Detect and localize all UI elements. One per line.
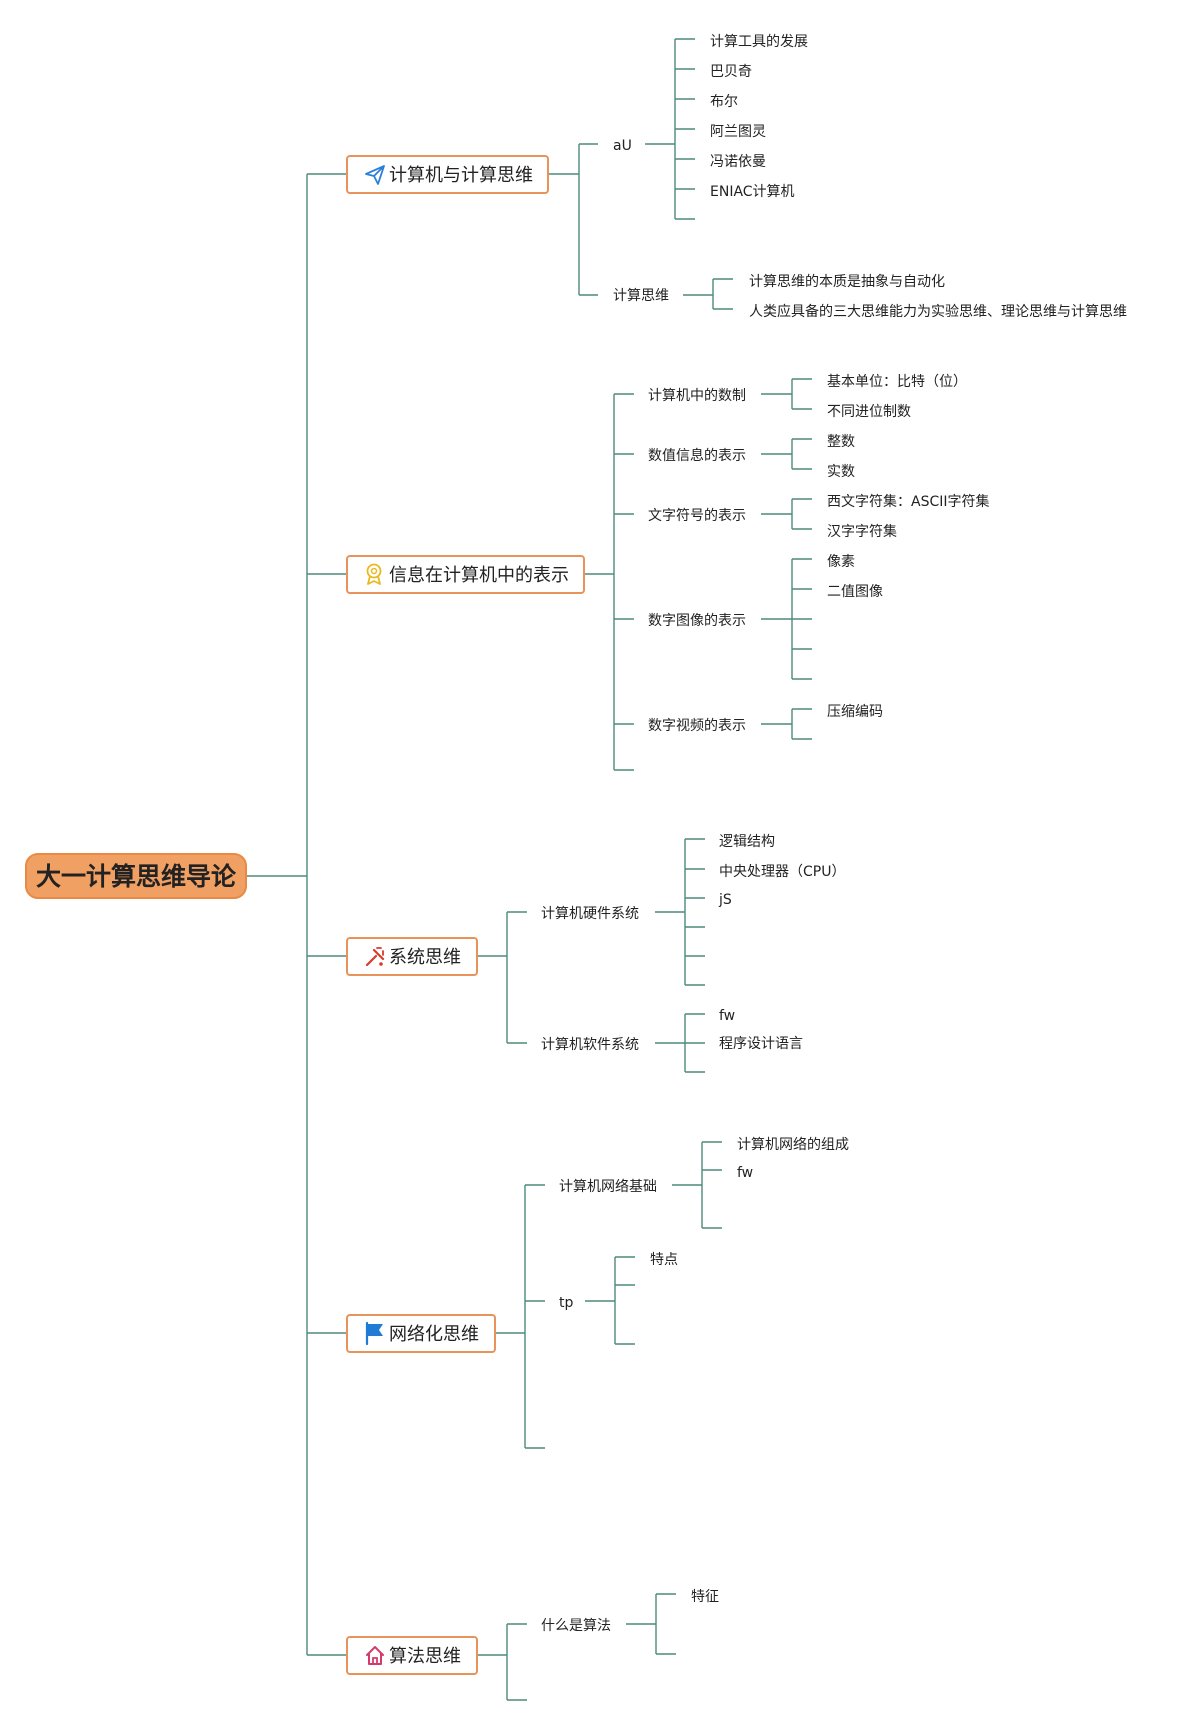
root-node[interactable]: 大一计算思维导论: [25, 853, 247, 899]
leaf-label: 二值图像: [827, 584, 883, 600]
subtopic-label: 数字图像的表示: [648, 613, 746, 629]
subtopic-label: 计算思维: [613, 288, 669, 304]
topic-label: 网络化思维: [389, 1324, 479, 1345]
topic-label: 信息在计算机中的表示: [389, 565, 569, 586]
topic-label: 系统思维: [389, 947, 461, 968]
leaf-label: jS: [718, 892, 732, 908]
leaf-label: ENIAC计算机: [710, 184, 795, 200]
subtopic-label: 计算机中的数制: [648, 388, 746, 404]
topic-label: 计算机与计算思维: [389, 165, 533, 186]
leaf-label: 汉字字符集: [827, 523, 897, 540]
leaf-label: 不同进位制数: [827, 404, 911, 420]
leaf-label: 中央处理器（CPU）: [719, 864, 845, 880]
leaf-label: 像素: [827, 554, 855, 570]
leaf-label: 逻辑结构: [719, 834, 775, 850]
topic-label: 算法思维: [389, 1646, 461, 1667]
flag-icon: [365, 1321, 383, 1346]
leaf-label: fw: [737, 1165, 753, 1181]
home-icon: [366, 1646, 384, 1665]
subtopic-label: tp: [559, 1295, 573, 1311]
subtopic-label: 计算机网络基础: [559, 1178, 657, 1195]
connector-lines: [246, 38, 812, 1701]
subtopic-label: 计算机硬件系统: [541, 906, 639, 922]
root-label: 大一计算思维导论: [36, 862, 237, 891]
leaf-label: 计算思维的本质是抽象与自动化: [749, 274, 945, 290]
topic-node-system-thinking[interactable]: 系统思维: [346, 937, 478, 976]
leaf-label: 巴贝奇: [710, 63, 752, 80]
topic-node-algorithm-thinking[interactable]: 算法思维: [346, 1636, 478, 1675]
paper-plane-icon: [365, 165, 385, 185]
subtopic-label: 文字符号的表示: [648, 508, 746, 524]
leaf-label: 压缩编码: [827, 704, 883, 720]
leaf-label: 特点: [650, 1252, 678, 1268]
leaf-label: 整数: [827, 434, 855, 450]
subtopic-label: 数字视频的表示: [648, 718, 746, 734]
leaf-label: 计算工具的发展: [710, 34, 808, 50]
leaf-label: 实数: [827, 464, 855, 480]
leaf-label: 西文字符集：ASCII字符集: [827, 493, 990, 510]
leaf-label: fw: [719, 1008, 735, 1024]
subtopic-label: 什么是算法: [541, 1618, 611, 1634]
leaf-label: 人类应具备的三大思维能力为实验思维、理论思维与计算思维: [749, 303, 1127, 320]
topic-node-information-representation[interactable]: 信息在计算机中的表示: [346, 555, 585, 594]
subtopic-label: 数值信息的表示: [648, 447, 746, 464]
subtopic-label: aU: [613, 138, 632, 154]
tools-icon: [365, 947, 385, 967]
leaf-label: 阿兰图灵: [710, 124, 766, 140]
subtopic-label: 计算机软件系统: [541, 1037, 639, 1053]
leaf-label: 布尔: [710, 94, 738, 110]
award-ribbon-icon: [366, 563, 382, 585]
leaf-label: 程序设计语言: [719, 1036, 803, 1052]
leaf-label: 基本单位：比特（位）: [827, 373, 967, 390]
leaf-label: 冯诺依曼: [710, 154, 766, 170]
leaf-label: 特征: [691, 1589, 719, 1605]
topic-node-computer-and-thinking[interactable]: 计算机与计算思维: [346, 155, 549, 194]
leaf-label: 计算机网络的组成: [737, 1137, 849, 1153]
topic-node-network-thinking[interactable]: 网络化思维: [346, 1314, 496, 1353]
